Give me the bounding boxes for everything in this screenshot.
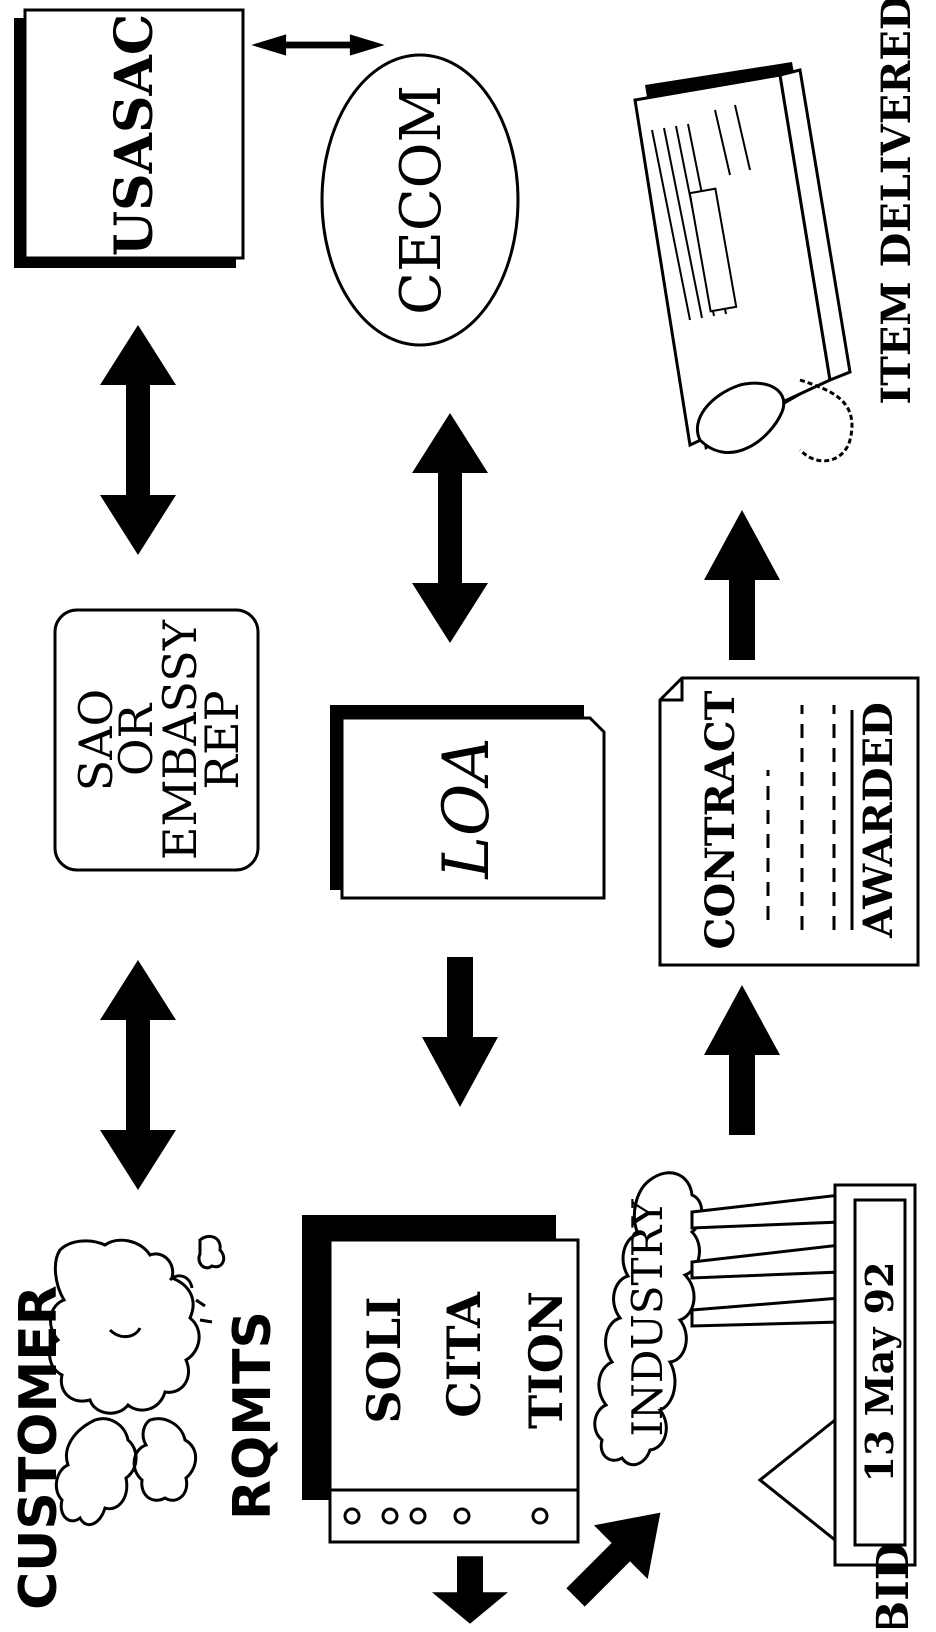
industry-cloud — [593, 1171, 704, 1467]
contract-delivered-arrow — [704, 510, 780, 660]
sao-line-4: REP — [195, 690, 249, 789]
customer-sao-double-arrow — [100, 960, 176, 1190]
solicitation-node: SOLI CITA TION — [302, 1215, 580, 1544]
loa-solicitation-arrow — [422, 957, 498, 1107]
usasac-label: USASAC — [104, 14, 165, 257]
loa-node: LOA — [330, 705, 606, 900]
cecom-label: CECOM — [389, 85, 454, 315]
sao-line-1: SAO — [69, 689, 123, 791]
contract-node: CONTRACT AWARDED — [658, 676, 920, 967]
industry-contract-arrow — [704, 985, 780, 1135]
cecom-loa-double-arrow — [412, 413, 488, 643]
cecom-node: CECOM — [320, 53, 520, 347]
solicitation-line-1: SOLI — [357, 1296, 411, 1423]
industry-node: INDUSTRY BID 13 May 92 — [593, 1171, 919, 1632]
bid-label: BID — [868, 1542, 919, 1628]
solicitation-line-3: TION — [519, 1291, 573, 1429]
customer-requirements-node: CUSTOMER RQMTS — [9, 1234, 283, 1610]
contract-status: AWARDED — [855, 702, 902, 939]
sao-line-2: OR — [109, 702, 163, 776]
loa-page — [340, 716, 606, 900]
bid-date: 13 May 92 — [857, 1262, 902, 1483]
item-delivered-node: ITEM DELIVERED — [633, 0, 920, 463]
world-map-icon — [48, 1234, 226, 1527]
usasac-node: USASAC — [14, 8, 245, 268]
rqmts-label: RQMTS — [223, 1311, 283, 1520]
bid-date-box — [853, 1198, 907, 1547]
customer-label: CUSTOMER — [9, 1285, 69, 1610]
cecom-circle — [320, 53, 520, 347]
sao-box — [53, 608, 260, 872]
item-delivered-label: ITEM DELIVERED — [873, 0, 920, 405]
loa-label: LOA — [430, 737, 504, 879]
sao-usasac-double-arrow — [100, 325, 176, 555]
sao-embassy-rep-node: SAO OR EMBASSY REP — [53, 608, 260, 872]
usasac-box — [23, 8, 245, 260]
binder-rings — [343, 1507, 549, 1525]
industry-label: INDUSTRY — [623, 1198, 672, 1437]
sao-line-3: EMBASSY — [153, 619, 207, 860]
usasac-cecom-double-arrow — [251, 34, 385, 56]
solicitation-out-arrow — [432, 1556, 508, 1624]
contract-lines — [766, 705, 836, 930]
solicitation-line-2: CITA — [437, 1291, 491, 1418]
radio-console-icon — [633, 62, 854, 463]
contract-title: CONTRACT — [697, 690, 744, 949]
